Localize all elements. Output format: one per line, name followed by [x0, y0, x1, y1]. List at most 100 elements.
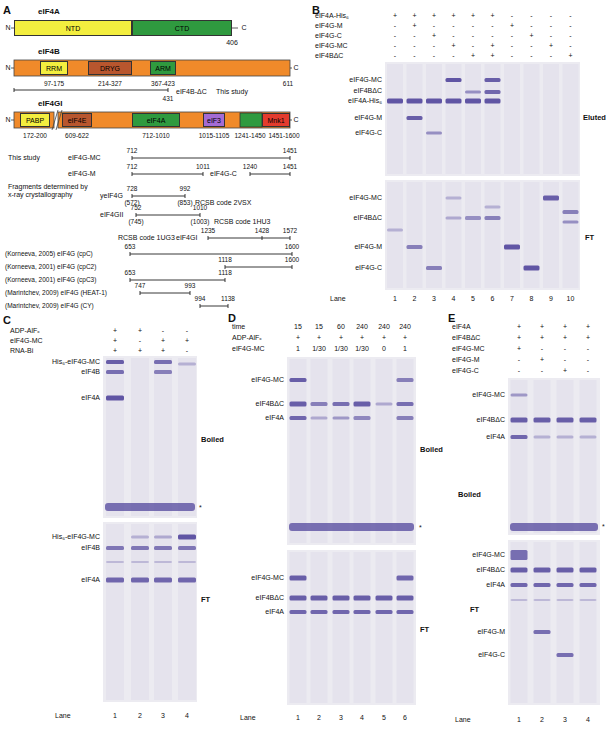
- condition-label: +: [403, 334, 407, 342]
- condition-label: +: [113, 337, 117, 345]
- annotation-text: eIF4G-C: [210, 170, 237, 178]
- fragment-tick: [290, 236, 291, 240]
- condition-label: eIF4G-C: [452, 367, 479, 375]
- residue-number: 611: [283, 80, 293, 87]
- residue-number: 1241-1450: [234, 132, 265, 139]
- fragment-tick: [262, 236, 263, 240]
- protein-band: [397, 402, 414, 406]
- condition-label: +: [586, 334, 590, 342]
- protein-band: [178, 363, 196, 366]
- protein-bar: [14, 60, 290, 76]
- fragment-tick: [132, 194, 133, 198]
- condition-label: -: [530, 12, 532, 20]
- condition-label: 15: [294, 323, 302, 331]
- protein-band: [511, 568, 528, 573]
- band-label: *: [602, 523, 605, 531]
- protein-band: [397, 576, 414, 581]
- protein-band: [485, 78, 501, 82]
- condition-label: +: [432, 12, 436, 20]
- domain-box: Mnk1: [262, 113, 290, 127]
- annotation-text: RCSB code 1HU3: [214, 218, 270, 226]
- condition-label: 2: [317, 714, 321, 722]
- protein-band: [426, 99, 442, 104]
- gel-lane: [354, 359, 371, 543]
- gel-lane: [511, 542, 528, 703]
- gel-lane: [465, 64, 481, 174]
- fragment-tick: [132, 156, 133, 160]
- condition-label: -: [530, 22, 532, 30]
- protein-band: [397, 610, 414, 614]
- protein-band: [534, 418, 551, 423]
- domain-name: RRM: [46, 65, 62, 72]
- dye-front: [510, 523, 598, 531]
- condition-label: +: [382, 334, 386, 342]
- condition-label: +: [296, 334, 300, 342]
- band-label: eIF4BΔC: [256, 594, 284, 602]
- fragment-tick: [225, 278, 226, 282]
- domain-box: eIF4E: [62, 113, 92, 127]
- gel-lane: [580, 380, 597, 533]
- protein-band: [511, 435, 528, 439]
- condition-label: time: [232, 323, 245, 331]
- protein-band: [465, 99, 481, 104]
- condition-label: 10: [567, 295, 575, 303]
- protein-band: [426, 266, 442, 270]
- protein-band: [311, 417, 328, 420]
- condition-label: -: [564, 345, 566, 353]
- gel-lane: [311, 552, 328, 703]
- condition-label: 1: [113, 712, 117, 720]
- band-label: eIF4A: [81, 576, 100, 584]
- fragment-tick: [290, 172, 291, 176]
- condition-label: 0: [382, 345, 386, 353]
- protein-band: [106, 396, 124, 401]
- annotation-text: 406: [226, 39, 238, 47]
- fragment-tick: [190, 291, 191, 295]
- condition-label: +: [549, 42, 553, 50]
- band-label: eIF4BΔC: [477, 416, 505, 424]
- condition-label: 2: [138, 712, 142, 720]
- protein-band: [106, 360, 124, 364]
- residue-number: 1600: [285, 243, 299, 250]
- gel-section-label: FT: [585, 234, 594, 242]
- protein-band: [154, 536, 172, 539]
- residue-number: (Korneeva, 2001) eIF4G (cpC2): [5, 263, 96, 270]
- gel-section-label: Boiled: [420, 446, 443, 454]
- domain-box: CTD: [132, 20, 232, 36]
- condition-label: +: [471, 12, 475, 20]
- condition-label: -: [550, 22, 552, 30]
- band-label: eIF4G-MC: [251, 574, 284, 582]
- condition-label: 5: [471, 295, 475, 303]
- condition-label: +: [540, 323, 544, 331]
- protein-band: [290, 378, 307, 382]
- protein-band: [354, 610, 371, 614]
- condition-label: 4: [185, 712, 189, 720]
- gel-lane: [154, 524, 172, 700]
- protein-band: [178, 546, 196, 550]
- band-label: eIF4G-MC: [472, 391, 505, 399]
- protein-band: [407, 99, 423, 104]
- condition-label: eIF4G-MC: [452, 345, 485, 353]
- fragment-tick: [136, 213, 137, 217]
- condition-label: +: [161, 347, 165, 355]
- condition-label: +: [586, 323, 590, 331]
- condition-label: 15: [315, 323, 323, 331]
- gel-background: [287, 357, 416, 545]
- condition-label: -: [394, 22, 396, 30]
- condition-label: -: [569, 22, 571, 30]
- fragment-tick: [140, 291, 141, 295]
- fragment-line: [136, 215, 200, 216]
- fragment-tick: [200, 304, 201, 308]
- condition-label: 1: [296, 714, 300, 722]
- protein-band: [557, 436, 574, 439]
- gel-lane: [524, 64, 540, 174]
- protein-band: [131, 578, 149, 583]
- fragment-line: [14, 90, 168, 91]
- condition-label: +: [517, 345, 521, 353]
- gel-lane: [397, 359, 414, 543]
- panel-letter: A: [3, 4, 11, 16]
- condition-label: eIF4G-MC: [10, 337, 43, 345]
- band-label: eIF4A-His₆: [348, 97, 382, 105]
- condition-label: +: [540, 334, 544, 342]
- condition-label: Lane: [240, 714, 256, 722]
- band-label: eIF4G-C: [355, 129, 382, 137]
